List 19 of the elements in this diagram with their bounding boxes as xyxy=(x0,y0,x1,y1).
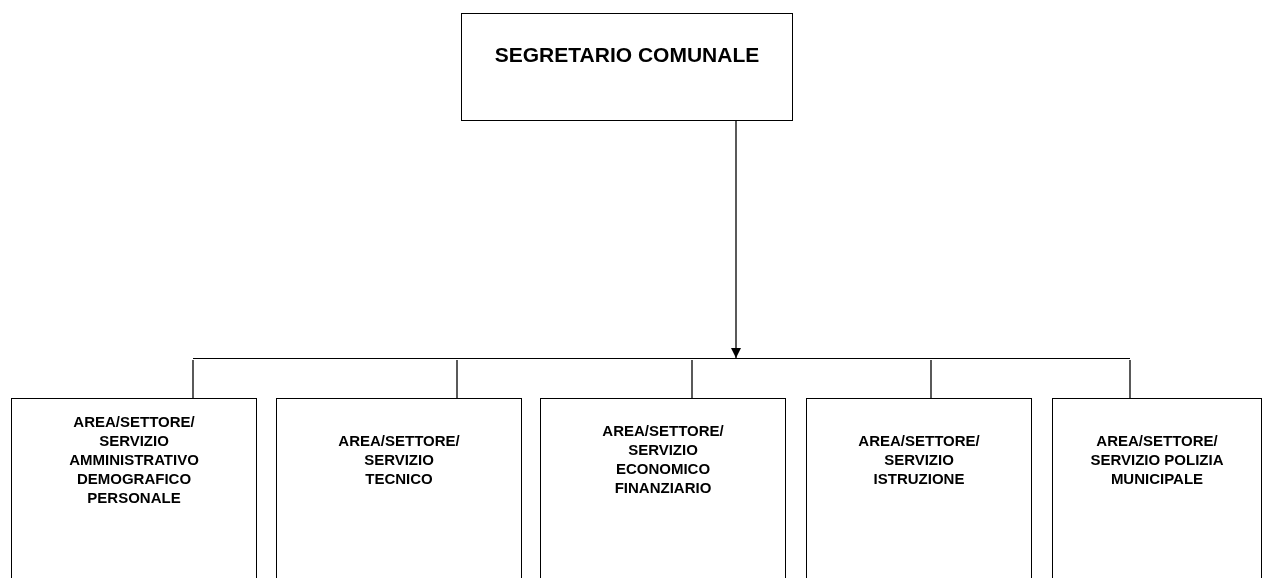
connector-line xyxy=(1129,359,1131,399)
org-box xyxy=(1052,398,1262,578)
connector-line xyxy=(930,359,932,399)
box-title: AREA/SETTORE/ SERVIZIO ECONOMICO FINANZIARIO xyxy=(601,421,725,497)
box-title: AREA/SETTORE/ SERVIZIO AMMINISTRATIVO DEMOGRAFICO PERSONALE xyxy=(68,411,200,507)
box-title: AREA/SETTORE/ SERVIZIO TECNICO xyxy=(337,430,461,488)
org-box xyxy=(276,398,522,578)
org-box xyxy=(806,398,1032,578)
org-box xyxy=(540,398,786,578)
connector-line xyxy=(456,359,458,399)
arrow xyxy=(731,120,741,359)
connector-line xyxy=(691,359,693,399)
box-title: AREA/SETTORE/ SERVIZIO POLIZIA MUNICIPALE xyxy=(1089,430,1225,488)
box-title: AREA/SETTORE/ SERVIZIO ISTRUZIONE xyxy=(857,430,981,488)
org-box xyxy=(461,13,793,121)
org-box xyxy=(11,398,257,578)
connector-bar xyxy=(193,358,1130,360)
box-title: SEGRETARIO COMUNALE xyxy=(493,42,761,68)
connector-line xyxy=(192,359,194,399)
